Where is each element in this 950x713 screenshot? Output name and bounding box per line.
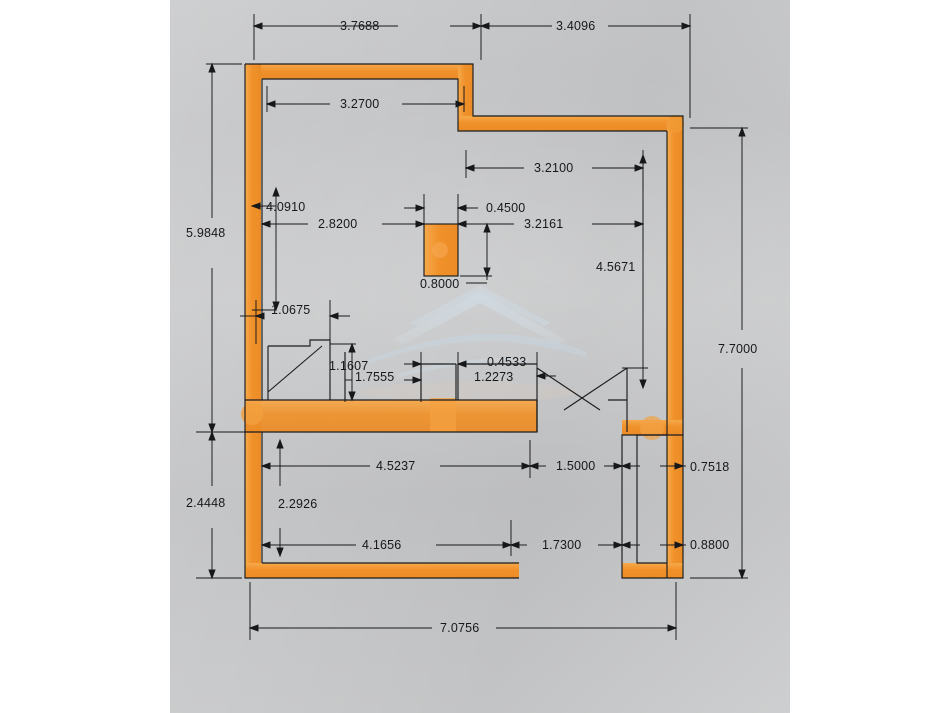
dimension-label-4-1656: 4.1656 xyxy=(362,538,402,552)
dimension-label-3-7688: 3.7688 xyxy=(340,19,380,33)
dimension-label-7-7000: 7.7000 xyxy=(718,342,758,356)
dimension-label-0-7518: 0.7518 xyxy=(690,460,730,474)
dimension-label-1-7300: 1.7300 xyxy=(542,538,582,552)
dimension-label-4-5237: 4.5237 xyxy=(376,459,416,473)
dimension-label-3-2100: 3.2100 xyxy=(534,161,574,175)
dimension-label-4-0910: 4.0910 xyxy=(266,200,306,214)
dimension-label-2-2926: 2.2926 xyxy=(278,497,318,511)
dimension-label-1-7555: 1.7555 xyxy=(355,370,395,384)
dimension-label-0-8800: 0.8800 xyxy=(690,538,730,552)
dimension-label-3-2700: 3.2700 xyxy=(340,97,380,111)
dimension-label-7-0756: 7.0756 xyxy=(440,621,480,635)
dimension-label-3-2161: 3.2161 xyxy=(524,217,564,231)
dimension-label-4-5671: 4.5671 xyxy=(596,260,636,274)
dimension-label-1-2273: 1.2273 xyxy=(474,370,514,384)
dimension-label-2-4448: 2.4448 xyxy=(186,496,226,510)
dimension-label-5-9848: 5.9848 xyxy=(186,226,226,240)
dimension-label-3-4096: 3.4096 xyxy=(556,19,596,33)
dimension-label-0-4533: 0.4533 xyxy=(487,355,527,369)
dimension-label-2-8200: 2.8200 xyxy=(318,217,358,231)
dimension-label-0-8000: 0.8000 xyxy=(420,277,460,291)
dimension-label-1-0675: 1.0675 xyxy=(271,303,311,317)
dimension-label-0-4500: 0.4500 xyxy=(486,201,526,215)
dimension-label-1-1607: 1.1607 xyxy=(329,359,369,373)
dimension-label-1-5000: 1.5000 xyxy=(556,459,596,473)
